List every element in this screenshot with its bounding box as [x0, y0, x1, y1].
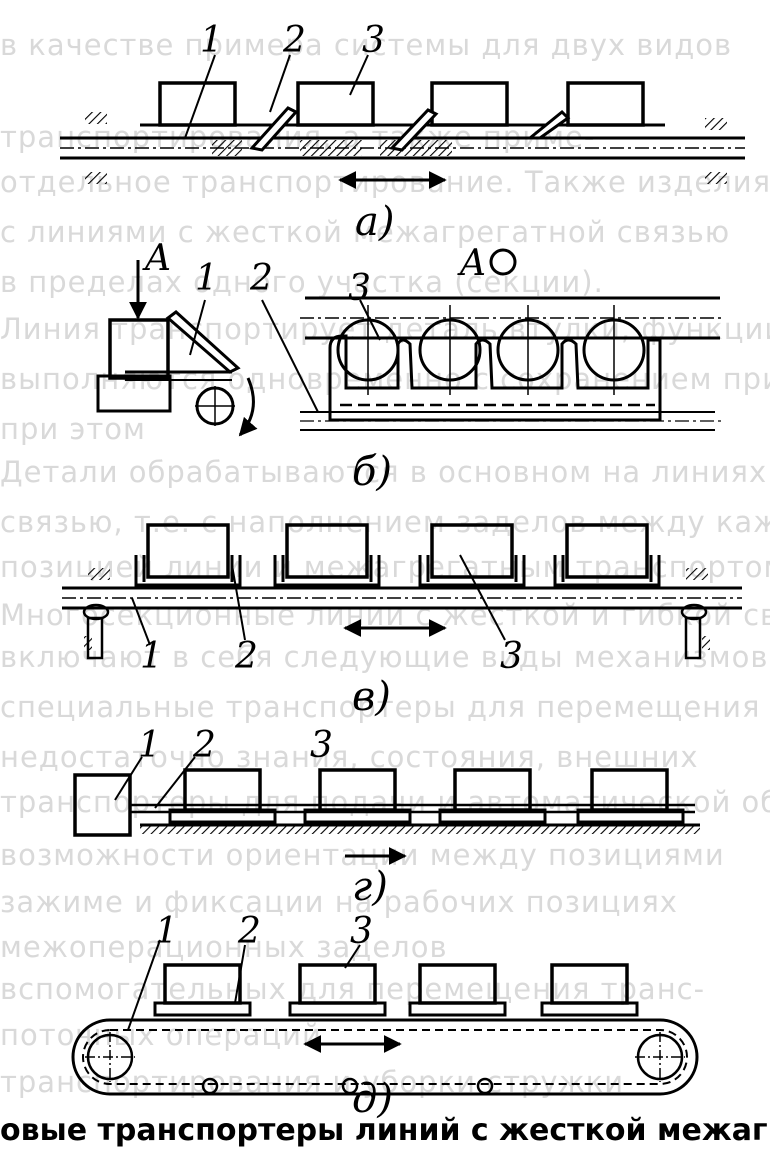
- workpiece: [296, 81, 375, 127]
- pawl: [525, 109, 571, 140]
- bg-line: специальные транспортеры для перемещения…: [0, 690, 770, 724]
- view-label: A: [457, 243, 486, 284]
- pawl: [389, 108, 439, 152]
- label-3: 3: [310, 725, 333, 766]
- workpiece: [566, 81, 645, 127]
- figure-label: б): [352, 449, 392, 495]
- pawl: [249, 106, 299, 152]
- bg-line: включают в себя следующие виды механизмо…: [0, 640, 770, 674]
- support: [85, 112, 107, 124]
- label-2: 2: [237, 911, 261, 952]
- bg-line: зажиме и фиксации на рабочих позициях: [0, 885, 678, 919]
- figure-caption: овые транспортеры линий с жесткой межагр…: [0, 1113, 770, 1148]
- figure-d: [71, 939, 699, 1096]
- bg-line: в пределах одного участка (секции).: [0, 265, 604, 299]
- view-label: A: [142, 238, 171, 279]
- label-1: 1: [138, 725, 161, 766]
- figure-a: [60, 54, 745, 189]
- label-2: 2: [234, 636, 258, 677]
- support: [705, 118, 727, 130]
- bg-line: с линиями с жесткой межагрегатной связью: [0, 215, 731, 249]
- label-1: 1: [200, 20, 223, 61]
- bg-line: межоперационных заделов: [0, 930, 448, 964]
- label-3: 3: [362, 20, 385, 61]
- label-3: 3: [350, 911, 373, 952]
- workpiece: [430, 81, 509, 127]
- bg-line: вспомогательных для перемещения транс-: [0, 972, 706, 1006]
- figure-label: в): [352, 674, 391, 720]
- bg-line: Детали обрабатываются в основном на лини…: [0, 455, 770, 489]
- bg-line: поточных операций: [0, 1018, 322, 1052]
- figure-label: д): [352, 1076, 393, 1122]
- label-1: 1: [140, 636, 163, 677]
- label-2: 2: [249, 258, 273, 299]
- figure-b: [96, 248, 725, 437]
- label-3: 3: [500, 636, 523, 677]
- label-2: 2: [192, 725, 216, 766]
- bg-line: связью, т.е. с наполнением заделов между…: [0, 505, 770, 539]
- label-2: 2: [282, 20, 306, 61]
- label-1: 1: [155, 911, 178, 952]
- figure-label: а): [355, 199, 394, 245]
- label-1: 1: [195, 258, 218, 299]
- bg-line: в качестве примера системы для двух видо…: [0, 28, 733, 62]
- figure-v: [62, 523, 742, 660]
- bg-line: при этом: [0, 412, 146, 446]
- figure-g: [73, 756, 700, 865]
- figure-label: г): [352, 864, 388, 910]
- label-3: 3: [348, 268, 371, 309]
